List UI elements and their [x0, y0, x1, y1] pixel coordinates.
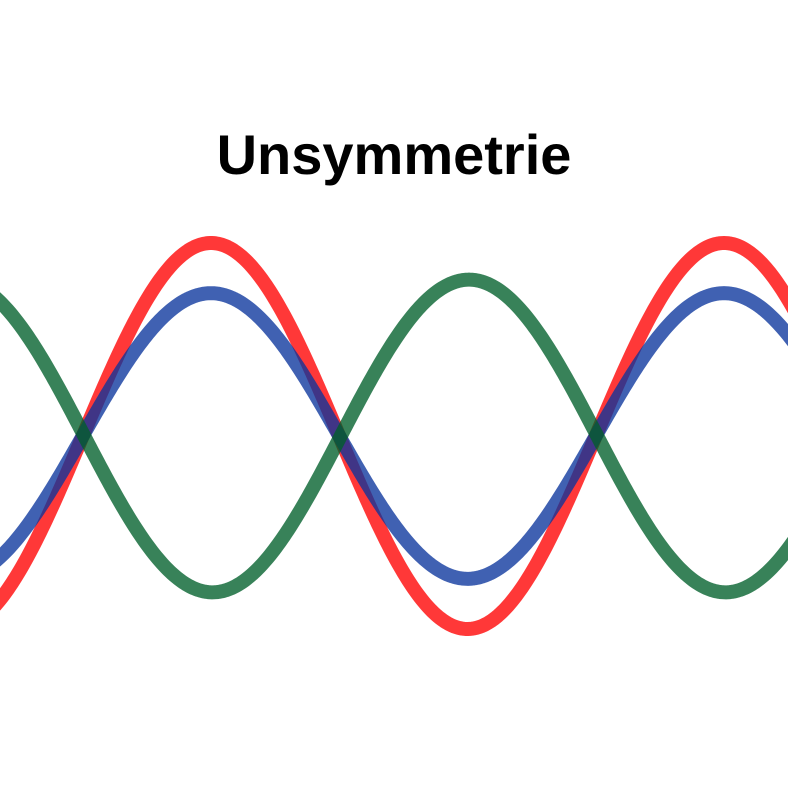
diagram-title: Unsymmetrie	[216, 123, 572, 186]
wave-green-phase	[0, 272, 788, 600]
wave-blue-phase	[0, 286, 788, 586]
wave-red-phase	[0, 236, 788, 636]
